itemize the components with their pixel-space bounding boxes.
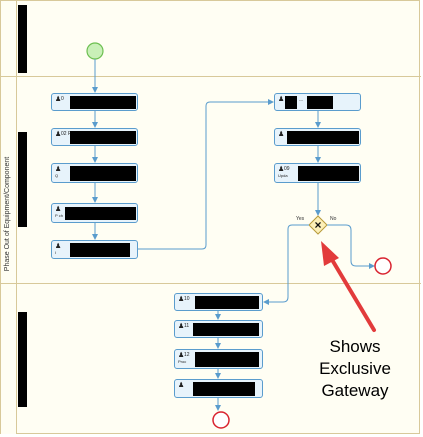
end-event[interactable] [374,257,392,275]
task-7[interactable]: ♟ [274,128,361,146]
lane-1-redacted-label [18,5,27,73]
user-icon: ♟ [55,243,62,250]
gateway-no-label: No [330,216,337,222]
task-number: 02 P [61,131,72,137]
annotation-line: Shows [329,337,381,356]
task-8[interactable]: ♟ 09 Upda [274,163,361,183]
redacted-text [195,296,259,309]
user-icon: ♟ [55,131,62,138]
redacted-text [195,352,259,367]
redacted-text [287,131,359,144]
annotation-arrowhead [321,241,339,266]
redacted-text [193,323,259,336]
redacted-text [285,96,297,109]
task-2[interactable]: ♟ 02 P [51,128,138,146]
redacted-text [307,96,333,109]
start-event[interactable] [86,42,104,60]
user-icon: ♟ [178,352,185,359]
gateway-yes-label: Yes [296,216,305,222]
redacted-text [70,131,136,144]
task-6[interactable]: ♟ --- [274,93,361,111]
task-4[interactable]: ♟ P ch [51,203,138,223]
annotation-line: Gateway [321,381,389,400]
end-event[interactable] [212,411,230,429]
task-label: Upda [278,173,288,178]
task-10[interactable]: ♟ 11 [174,320,263,338]
task-5[interactable]: ♟ I [51,240,138,259]
task-label: I [55,250,57,255]
task-1[interactable]: ♟ 0 [51,93,138,111]
user-icon: ♟ [278,131,285,138]
user-icon: ♟ [55,166,62,173]
task-3[interactable]: ♟ Q [51,163,138,183]
task-label: P ch [55,213,63,218]
gateway-x-icon: × [314,218,321,232]
redacted-text [193,382,255,396]
redacted-text [70,243,130,257]
task-label: Q [55,173,59,178]
sequence-flow-no[interactable] [327,224,375,269]
lane-header-1 [1,1,17,76]
user-icon: ♟ [55,206,62,213]
lane-divider-2 [1,283,421,284]
redacted-text [65,207,136,220]
lane-header-3 [1,283,17,434]
redacted-text [298,166,359,181]
task-9[interactable]: ♟ 10 [174,293,263,311]
task-number: 12 [184,352,190,358]
sequence-flow-yes[interactable] [263,224,309,305]
task-label: --- [299,97,303,102]
user-icon: ♟ [178,382,185,389]
user-icon: ♟ [278,166,285,173]
task-label: Proc [178,359,187,364]
lane-2-redacted-label [18,132,27,227]
annotation-arrow [329,256,376,332]
task-12[interactable]: ♟ [174,379,263,398]
redacted-text [70,166,136,181]
annotation-text: Shows Exclusive Gateway [300,336,410,402]
user-icon: ♟ [278,96,285,103]
task-number: 0 [61,96,64,102]
user-icon: ♟ [178,323,185,330]
user-icon: ♟ [55,96,62,103]
task-number: 11 [184,323,190,329]
lane-divider-1 [1,76,421,77]
lane-3-redacted-label [18,312,27,407]
exclusive-gateway[interactable] [308,215,328,235]
task-number: 09 [284,166,290,172]
user-icon: ♟ [178,296,185,303]
lane-header-2 [1,76,17,283]
sequence-flow[interactable] [138,99,274,250]
annotation-line: Exclusive [319,359,391,378]
task-number: 10 [184,296,190,302]
redacted-text [70,96,136,109]
task-11[interactable]: ♟ 12 Proc [174,349,263,369]
